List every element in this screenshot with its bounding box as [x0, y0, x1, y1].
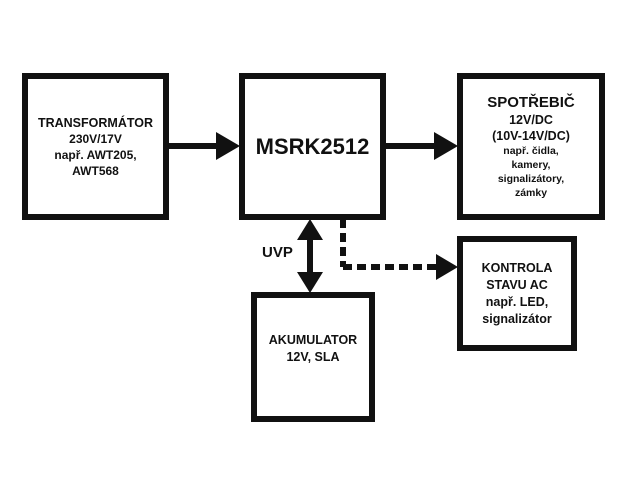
node-text: např. LED, [485, 294, 549, 309]
node-akumulator: AKUMULATOR 12V, SLA [251, 292, 375, 422]
arrowhead-up-icon [297, 219, 323, 240]
arrowhead-down-icon [297, 272, 323, 293]
edge-label-uvp: UVP [262, 244, 293, 261]
node-text: 12V/DC [509, 112, 553, 127]
node-spotrebic: SPOTŘEBIČ 12V/DC (10V-14V/DC) např. čidl… [457, 73, 605, 220]
node-text: (10V-14V/DC) [492, 128, 570, 143]
node-text: STAVU AC [486, 277, 548, 292]
node-text: signalizátory, [497, 172, 565, 185]
node-title: KONTROLA [481, 260, 553, 275]
node-text: zámky [514, 186, 548, 199]
arrowhead-icon [216, 132, 240, 160]
node-msrk: MSRK2512 [239, 73, 386, 220]
node-text: 230V/17V [69, 131, 122, 146]
node-text: např. AWT205, [54, 147, 137, 162]
arrowhead-icon [436, 254, 458, 280]
node-title: SPOTŘEBIČ [487, 93, 575, 111]
node-text: kamery, [511, 158, 551, 171]
edge-msrk-to-spotrebic [385, 132, 458, 160]
node-text: 12V, SLA [286, 350, 340, 364]
node-title: MSRK2512 [255, 133, 370, 159]
node-text: signalizátor [482, 311, 552, 326]
edge-transformer-to-msrk [168, 132, 240, 160]
node-text: AWT568 [72, 163, 119, 178]
node-title: TRANSFORMÁTOR [37, 115, 154, 130]
node-text: např. čidla, [503, 144, 559, 157]
edge-msrk-to-kontrola-dashed [340, 219, 458, 280]
arrowhead-icon [434, 132, 458, 160]
node-kontrola: KONTROLA STAVU AC např. LED, signalizáto… [457, 236, 577, 351]
node-transformer: TRANSFORMÁTOR 230V/17V např. AWT205, AWT… [22, 73, 169, 220]
edge-msrk-akumulator-bidirectional [297, 219, 323, 293]
node-title: AKUMULATOR [268, 333, 358, 347]
